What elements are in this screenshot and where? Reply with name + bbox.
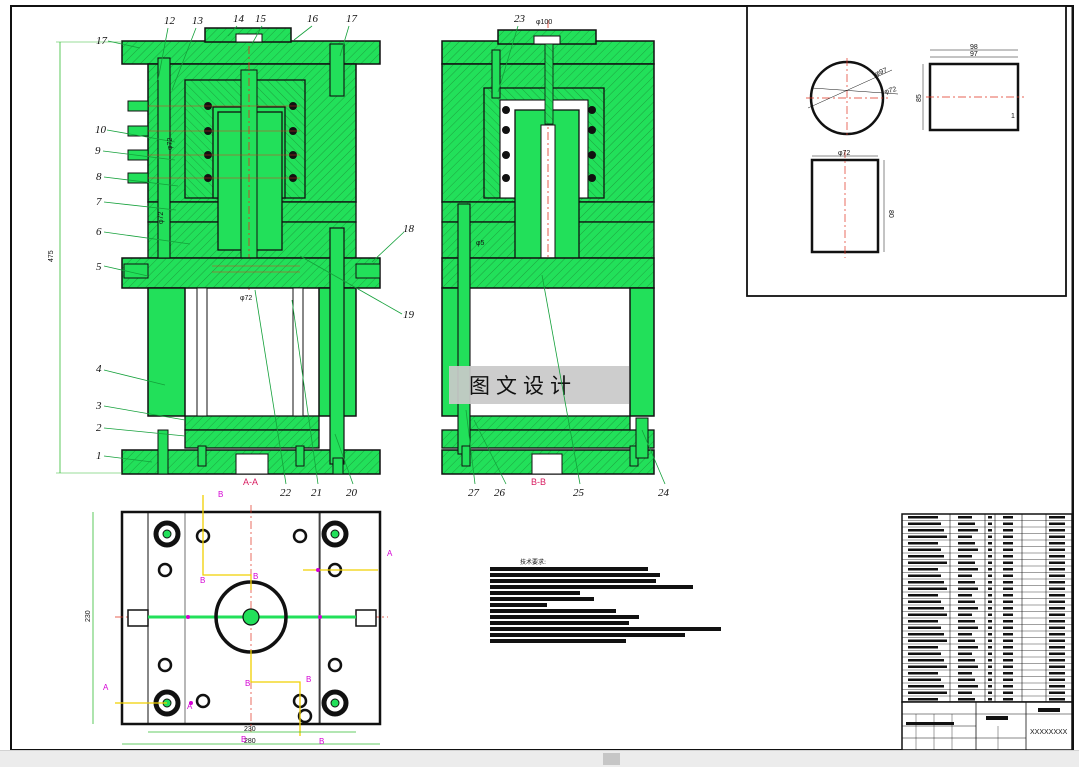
part-detail-view: φ97 φ72 98 97 85 1 φ72 80 — [746, 5, 1067, 297]
part-label: 6 — [96, 226, 102, 238]
part-height-dimension: 85 — [916, 94, 923, 102]
part-label: 12 — [164, 15, 176, 27]
bore-dimension-2: φ72 — [167, 138, 174, 150]
part-label: 21 — [311, 487, 322, 499]
part-label: 13 — [192, 15, 204, 27]
section-a-leaders — [102, 25, 405, 485]
section-mark: A — [387, 549, 393, 558]
part-label: 16 — [307, 13, 319, 25]
section-a-a — [121, 27, 381, 475]
part-label: 22 — [280, 487, 292, 499]
section-b-b — [441, 20, 655, 475]
part-width-dimension-2: 97 — [970, 51, 978, 58]
part-label: 20 — [346, 487, 358, 499]
section-mark: A — [103, 683, 109, 692]
part-label: 25 — [573, 487, 585, 499]
tech-requirements-title: 技术要求: — [520, 558, 546, 566]
section-mark: B — [245, 679, 250, 688]
part-label: 23 — [514, 13, 526, 25]
part-label: 18 — [403, 223, 415, 235]
section-mark: A — [187, 702, 193, 711]
bore-dimension: φ72 — [240, 295, 252, 302]
section-mark: B — [253, 572, 258, 581]
section-mark: B — [241, 735, 246, 744]
part-label: 4 — [96, 363, 102, 375]
section-mark: B — [200, 576, 205, 585]
section-b-title: B-B — [531, 477, 546, 487]
part-side-mark: 1 — [1011, 113, 1015, 120]
part-label: 17 — [96, 35, 108, 47]
lower-width-dimension: φ72 — [838, 150, 850, 157]
section-mark: B — [319, 737, 324, 746]
lower-height-dimension: 80 — [887, 210, 894, 218]
watermark-text: 图文设计 — [469, 374, 577, 398]
part-label: 2 — [96, 422, 102, 434]
section-b-leaders — [465, 25, 666, 485]
drawing-number: XXXXXXXX — [1030, 729, 1068, 736]
section-mark: B — [218, 490, 223, 499]
title-block: XXXXXXXX — [901, 701, 1073, 751]
part-label: 15 — [255, 13, 267, 25]
part-label: 26 — [494, 487, 506, 499]
top-dimension: φ100 — [536, 19, 552, 26]
part-label: 27 — [468, 487, 480, 499]
part-label: 7 — [96, 196, 102, 208]
part-label: 19 — [403, 309, 415, 321]
section-b-part-labels: 23 24 25 26 27 B-B φ100 φ5 — [468, 13, 670, 499]
plan-height-dimension: 230 — [85, 610, 92, 622]
section-a-part-labels: 17 12 13 14 15 16 17 10 9 8 7 6 5 4 3 2 … — [95, 13, 415, 499]
part-label: 17 — [346, 13, 358, 25]
plan-inner-width-dimension: 230 — [244, 726, 256, 733]
scrollbar-thumb[interactable] — [603, 753, 620, 765]
circle-dimension-2: φ72 — [884, 86, 898, 96]
part-label: 5 — [96, 261, 102, 273]
overall-height-label: 475 — [48, 250, 55, 262]
horizontal-scrollbar[interactable] — [0, 750, 1079, 767]
part-label: 14 — [233, 13, 245, 25]
watermark: 图文设计 — [449, 366, 629, 404]
runner-dimension: φ72 — [158, 212, 165, 224]
plan-view — [115, 495, 388, 736]
part-width-dimension: 98 — [970, 44, 978, 51]
part-label: 3 — [95, 400, 102, 412]
plan-outer-width-dimension: 280 — [244, 738, 256, 745]
technical-requirements: 技术要求: — [490, 558, 721, 643]
section-mark: B — [306, 675, 311, 684]
part-label: 24 — [658, 487, 670, 499]
part-label: 9 — [95, 145, 101, 157]
part-label: 1 — [96, 450, 102, 462]
part-label: 10 — [95, 124, 107, 136]
overall-height-dimension: 4 7 5 — [48, 41, 122, 474]
circle-dimension: φ97 — [874, 67, 888, 78]
plan-view-dimensions: 230 230 280 — [85, 512, 380, 745]
section-marks: B B B A A A B B B B — [103, 490, 393, 746]
part-label: 8 — [96, 171, 102, 183]
side-dimension: φ5 — [476, 240, 485, 247]
bill-of-materials — [901, 513, 1073, 703]
section-a-title: A-A — [243, 477, 258, 487]
